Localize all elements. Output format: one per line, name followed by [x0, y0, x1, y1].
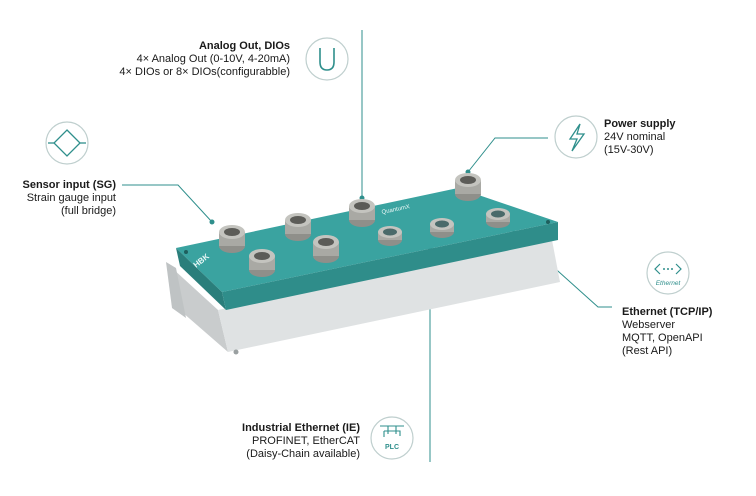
icon-analog	[305, 37, 349, 81]
icon-industrial: PLC	[370, 416, 414, 460]
callout-sensor: Sensor input (SG) Strain gauge input (fu…	[23, 179, 117, 218]
mount-hole-right	[546, 220, 550, 224]
ethernet-icon	[646, 251, 690, 295]
connector-sg-2	[249, 249, 275, 277]
bridge-icon	[45, 121, 89, 165]
connector-sg-4	[313, 235, 339, 263]
callout-analog-title: Analog Out, DIOs	[198, 40, 290, 52]
callout-power: Power supply 24V nominal (15V-30V)	[604, 118, 676, 157]
device-module-label: QuantumX	[381, 204, 410, 216]
callout-industrial-title: Industrial Ethernet (IE)	[242, 422, 360, 434]
callout-sensor-title: Sensor input (SG)	[22, 179, 117, 191]
callout-industrial-line1: PROFINET, EtherCAT	[252, 435, 360, 447]
device-housing-front	[176, 248, 226, 310]
callout-industrial: Industrial Ethernet (IE) PROFINET, Ether…	[242, 422, 360, 461]
callout-industrial-line2: (Daisy-Chain available)	[246, 448, 360, 460]
lightning-icon	[554, 115, 598, 159]
mount-hole-base	[233, 349, 239, 355]
callout-sensor-line1: Strain gauge input	[26, 192, 116, 204]
callout-ethernet-line2: MQTT, OpenAPI	[622, 332, 703, 344]
device-base-side	[218, 240, 560, 352]
callout-power-line2: (15V-30V)	[604, 144, 654, 156]
callout-analog: Analog Out, DIOs 4× Analog Out (0-10V, 4…	[119, 40, 290, 79]
callout-analog-line1: 4× Analog Out (0-10V, 4-20mA)	[136, 53, 290, 65]
device-housing-side	[222, 222, 558, 310]
callout-power-line1: 24V nominal	[604, 131, 666, 143]
connectors	[219, 173, 510, 277]
callout-ethernet-line1: Webserver	[622, 319, 675, 331]
plc-icon-label: PLC	[385, 444, 399, 451]
leader-power	[467, 137, 548, 173]
plc-icon	[370, 416, 414, 460]
ethernet-icon-label: Ethernet	[656, 280, 682, 287]
connector-power	[455, 173, 481, 201]
callout-sensor-line2: (full bridge)	[60, 205, 116, 217]
mount-hole-left	[184, 250, 188, 254]
connector-ie-2	[430, 218, 454, 238]
connector-sg-1	[219, 225, 245, 253]
device-base-left	[166, 262, 186, 318]
leader-sensor	[122, 184, 213, 223]
icon-power	[554, 115, 598, 159]
icon-ethernet: Ethernet	[646, 251, 690, 295]
connector-sg-3	[285, 213, 311, 241]
callout-power-title: Power supply	[604, 118, 676, 130]
connector-ethernet	[486, 208, 510, 228]
callout-ethernet-title: Ethernet (TCP/IP)	[622, 306, 713, 318]
connector-ie-1	[378, 226, 402, 246]
u-shape-icon	[305, 37, 349, 81]
callout-ethernet: Ethernet (TCP/IP) Webserver MQTT, OpenAP…	[622, 306, 712, 358]
callout-ethernet-line3: (Rest API)	[622, 345, 673, 357]
callout-analog-line2: 4× DIOs or 8× DIOs(configurabble)	[119, 66, 290, 78]
device-base-front	[172, 268, 228, 352]
leader-dot-sensor	[209, 219, 215, 225]
connector-analog	[349, 199, 375, 227]
icon-sensor	[45, 121, 89, 165]
device: HBK QuantumX	[166, 173, 560, 355]
